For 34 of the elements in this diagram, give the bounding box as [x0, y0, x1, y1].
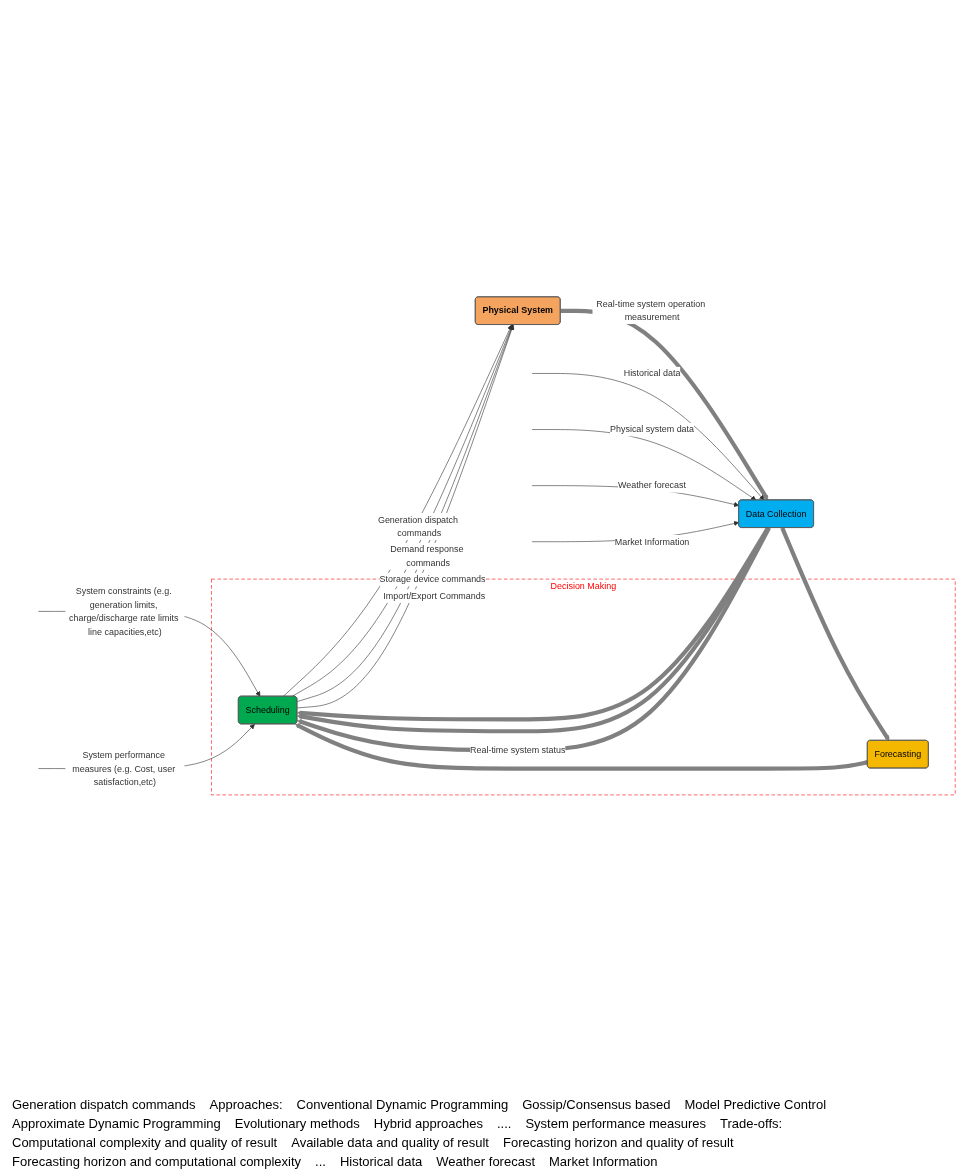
note-text: Gossip/Consensus based	[522, 1097, 671, 1112]
edge-label: Import/Export Commands	[383, 590, 486, 601]
note-text: ....	[496, 1116, 512, 1131]
note-text: Available data and quality of result	[291, 1135, 489, 1150]
arrow	[294, 722, 869, 771]
note-text: Conventional Dynamic Programming	[296, 1097, 509, 1112]
edge-label: Historical data	[623, 367, 681, 378]
note-text: ...	[315, 1154, 326, 1169]
edge-label: System constraints (e.g. generation limits, charge/discharge rate limits line capacities,etc)	[68, 585, 179, 636]
note-text: Approximate Dynamic Programming	[12, 1116, 221, 1131]
edge-label: Market Information	[614, 535, 690, 547]
note-text: Weather forecast	[436, 1154, 536, 1169]
edge-label: Real-time system operation measurement	[596, 298, 706, 322]
note-text: Hybrid approaches	[373, 1116, 483, 1131]
note-text: System performance measures	[525, 1116, 706, 1131]
note-text: Historical data	[339, 1154, 423, 1169]
edge-label: Storage device commands	[379, 573, 486, 584]
edge-label: Real-time system status	[470, 744, 566, 755]
note-text: Approaches:	[209, 1097, 283, 1112]
note-text: Generation dispatch commands	[12, 1097, 196, 1112]
arrow	[780, 526, 890, 741]
note-text: Market Information	[549, 1154, 658, 1169]
note-text: Model Predictive Control	[684, 1097, 827, 1112]
edge-label: Demand response commands	[390, 543, 464, 568]
note-text: Trade-offs:	[720, 1116, 783, 1131]
arrow	[560, 308, 769, 500]
note-text: Forecasting horizon and quality of result	[503, 1135, 734, 1150]
edge-label: System performance measures (e.g. Cost, user satisfaction,etc)	[72, 749, 176, 787]
note-text: Forecasting horizon and computational complexity	[12, 1154, 302, 1169]
edge-label: Generation dispatch commands	[377, 513, 459, 538]
note-text: Evolutionary methods	[234, 1116, 360, 1131]
edge-label: Physical system data	[609, 423, 695, 434]
note-text: Computational complexity and quality of result	[12, 1135, 278, 1150]
edge-label: Weather forecast	[618, 479, 687, 490]
